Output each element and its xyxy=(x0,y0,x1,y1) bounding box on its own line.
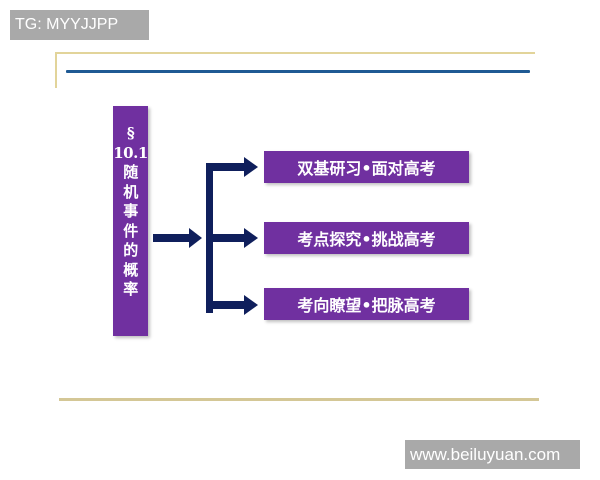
root-line: 随 xyxy=(123,163,138,181)
arrow-icon xyxy=(206,295,258,315)
watermark-text: TG: MYYJJPP xyxy=(15,16,119,33)
branch-box-3: 考向瞭望•把脉高考 xyxy=(264,288,469,320)
gold-rule-top xyxy=(55,52,535,54)
root-line: 概 xyxy=(123,260,138,279)
gold-rule-bottom xyxy=(59,398,539,401)
watermark-text: www.beiluyuan.com xyxy=(410,444,561,464)
branch-label: 考点探究•挑战高考 xyxy=(297,230,436,249)
root-topic-box: § 10.1 随 机 事 件 的 概 率 xyxy=(113,106,148,336)
branch-box-2: 考点探究•挑战高考 xyxy=(264,222,469,254)
root-line: 机 xyxy=(123,182,138,201)
branch-label: 双基研习•面对高考 xyxy=(297,159,436,178)
arrow-icon xyxy=(206,228,258,248)
branch-label: 考向瞭望•把脉高考 xyxy=(297,296,436,315)
gold-rule-top-vertical xyxy=(55,52,57,88)
branch-box-1: 双基研习•面对高考 xyxy=(264,151,469,183)
root-line: 率 xyxy=(123,280,138,298)
blue-rule xyxy=(66,70,530,73)
watermark-top-left: TG: MYYJJPP xyxy=(10,10,149,40)
root-line: 件 xyxy=(123,221,138,240)
arrow-icon xyxy=(206,157,258,177)
root-line: 事 xyxy=(123,202,138,220)
root-line: 10.1 xyxy=(113,143,148,162)
arrow-icon xyxy=(153,228,202,248)
watermark-bottom-right: www.beiluyuan.com xyxy=(405,440,580,469)
root-line: § xyxy=(126,124,135,142)
root-line: 的 xyxy=(123,241,138,259)
